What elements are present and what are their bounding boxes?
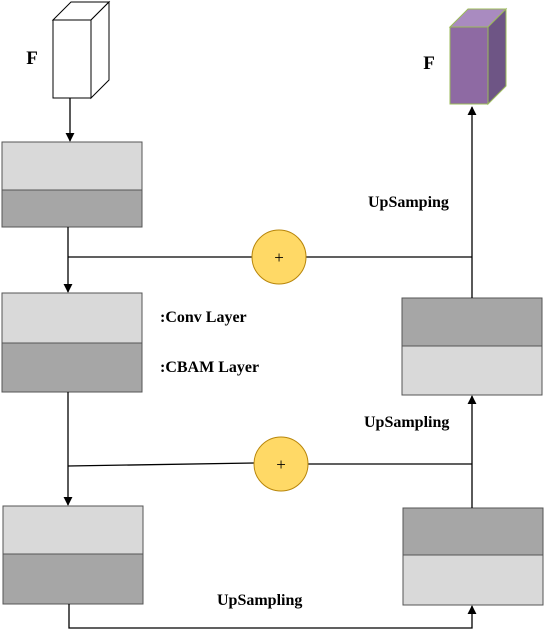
encoder-block-3-conv — [2, 505, 144, 555]
encoder-block-1-cbam — [1, 189, 143, 228]
adder-mid-plus: + — [276, 455, 286, 474]
adder-top-circle — [251, 229, 307, 285]
legend-cbam-layer: :CBAM Layer — [160, 359, 259, 376]
input-f-label: F — [26, 48, 38, 69]
decoder-block-1 — [401, 297, 543, 396]
decoder-block-1-cbam — [401, 297, 543, 347]
upsampling-label-mid: UpSampling — [364, 414, 449, 431]
adder-mid: + — [253, 436, 309, 492]
legend-conv-layer: :Conv Layer — [160, 309, 247, 326]
adder-top-plus: + — [274, 248, 284, 267]
encoder-block-3-cbam — [2, 553, 144, 605]
decoder-block-1-conv — [401, 345, 543, 396]
encoder-block-1-conv — [1, 141, 143, 191]
decoder-block-2 — [402, 507, 544, 606]
output-cube-front — [449, 26, 489, 105]
adder-top: + — [251, 229, 307, 285]
decoder-block-2-conv — [402, 554, 544, 606]
output-f-label: F — [423, 53, 435, 74]
encoder-block-3 — [2, 505, 144, 605]
skip-line-mid — [67, 462, 255, 467]
output-feature-cube — [448, 7, 508, 106]
encoder-block-1 — [1, 141, 143, 228]
encoder-block-2-cbam — [1, 342, 143, 393]
encoder-block-2 — [1, 292, 143, 393]
encoder-block-2-conv — [1, 292, 143, 344]
upsamping-label-top: UpSamping — [368, 194, 449, 211]
input-cube-front — [52, 19, 92, 99]
upsampling-label-bottom: UpSampling — [217, 592, 302, 609]
decoder-block-2-cbam — [402, 507, 544, 556]
bottom-bridge — [68, 604, 477, 629]
connectors — [63, 98, 477, 629]
adder-mid-circle — [253, 436, 309, 492]
input-feature-cube — [51, 0, 111, 100]
